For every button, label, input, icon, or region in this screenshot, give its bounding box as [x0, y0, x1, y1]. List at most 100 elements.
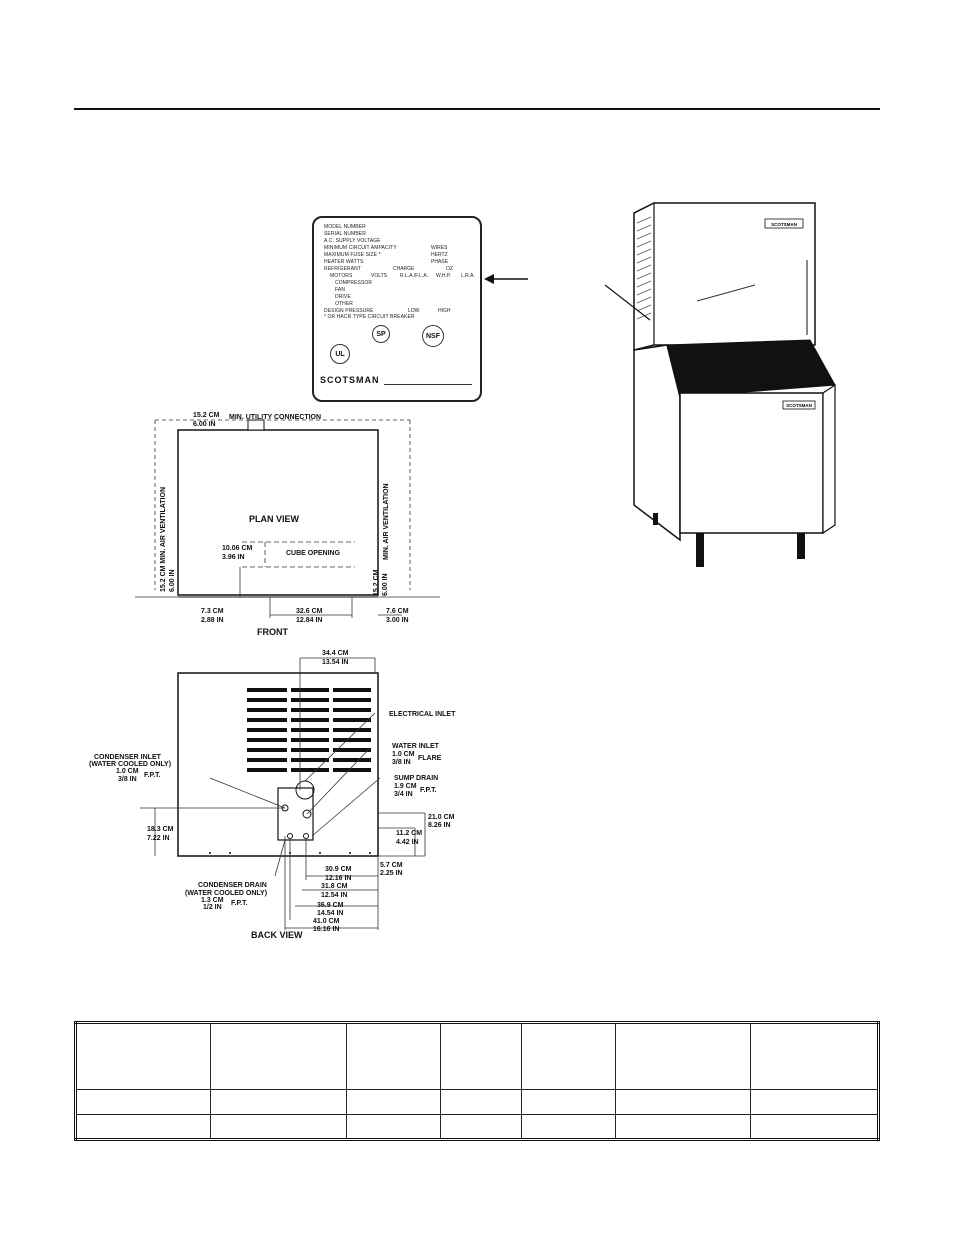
back-sump-fpt: F.P.T. — [420, 787, 437, 794]
plan-view-diagram — [135, 419, 440, 618]
table-cell — [750, 1022, 879, 1090]
plan-cube-label: CUBE OPENING — [286, 550, 341, 557]
back-d2-cm: 31.8 CM — [321, 883, 348, 890]
table-cell — [440, 1088, 522, 1115]
plate-whp: W.H.P. — [436, 273, 451, 279]
back-d2-in: 12.54 IN — [321, 892, 348, 899]
back-title: BACK VIEW — [251, 930, 303, 940]
table-cell — [75, 1022, 211, 1090]
plate-hertz: HERTZ — [431, 252, 448, 258]
back-flare: FLARE — [418, 755, 442, 762]
plan-utility-in: 6.00 IN — [193, 421, 216, 428]
table-cell — [440, 1113, 522, 1141]
plan-front-label: FRONT — [257, 627, 288, 637]
nsf-seal-icon: NSF — [422, 325, 444, 347]
back-drain-note: (WATER COOLED ONLY) — [185, 890, 268, 897]
plan-utility-cm: 15.2 CM — [193, 412, 220, 419]
plate-line: FAN — [335, 287, 346, 293]
plate-line: REFRIGERANT — [324, 266, 361, 272]
back-r3-in: 2.25 IN — [380, 870, 403, 877]
plate-line: MINIMUM CIRCUIT AMPACITY — [324, 245, 397, 251]
table-cell — [521, 1022, 616, 1090]
plate-lra: L.R.A. — [461, 273, 475, 279]
plate-line: HEATER WATTS — [324, 259, 364, 265]
back-h1-cm: 18.3 CM — [147, 826, 174, 833]
plan-cube-in: 3.96 IN — [222, 554, 245, 561]
plan-utility-label: MIN. UTILITY CONNECTION — [229, 414, 322, 421]
plate-brand: SCOTSMAN — [320, 375, 380, 385]
table-cell — [210, 1113, 347, 1141]
plate-phase: PHASE — [431, 259, 448, 265]
plate-line: MODEL NUMBER — [324, 224, 366, 230]
plan-d3-in: 3.00 IN — [386, 617, 409, 624]
back-electrical-label: ELECTRICAL INLET — [389, 711, 456, 718]
back-r1-in: 8.26 IN — [428, 822, 451, 829]
table-cell — [346, 1088, 441, 1115]
pointer-arrow-icon — [484, 274, 528, 284]
back-drain-cm: 1.3 CM — [201, 897, 224, 904]
back-top-cm: 34.4 CM — [322, 650, 349, 657]
plan-cube-cm: 10.06 CM — [222, 545, 253, 552]
plate-line: DESIGN PRESSURE — [324, 308, 374, 314]
back-drain-fpt: F.P.T. — [231, 900, 248, 907]
back-d1-cm: 30.9 CM — [325, 866, 352, 873]
header-rule — [74, 108, 880, 110]
back-water-cm: 1.0 CM — [392, 751, 415, 758]
back-d4-in: 16.16 IN — [313, 926, 340, 933]
back-r2-cm: 11.2 CM — [396, 830, 423, 837]
plate-line: MAXIMUM FUSE SIZE * — [324, 252, 381, 258]
table-cell — [346, 1022, 441, 1090]
back-d3-in: 14.54 IN — [317, 910, 344, 917]
machine-badge-top: SCOTSMAN — [771, 222, 797, 227]
table-cell — [615, 1088, 751, 1115]
back-d4-cm: 41.0 CM — [313, 918, 340, 925]
plate-line: COMPRESSOR — [335, 280, 373, 286]
plate-line: * OR HACR TYPE CIRCUIT BREAKER — [324, 314, 415, 320]
ice-machine-illustration: SCOTSMAN SCOTSMAN — [605, 202, 836, 567]
spec-table — [74, 1021, 880, 1141]
plan-d2-in: 12.84 IN — [296, 617, 323, 624]
plan-d1-in: 2.88 IN — [201, 617, 224, 624]
back-sump-cm: 1.9 CM — [394, 783, 417, 790]
plate-brand-rule — [384, 384, 472, 385]
plate-high: HIGH — [438, 308, 451, 314]
back-cond-inlet-label: CONDENSER INLET — [94, 754, 161, 761]
machine-badge-bin: SCOTSMAN — [786, 403, 812, 408]
plate-line: OTHER — [335, 301, 353, 307]
plan-d3-cm: 7.6 CM — [386, 608, 409, 615]
back-r2-in: 4.42 IN — [396, 839, 419, 846]
back-d1-in: 12.16 IN — [325, 875, 352, 882]
back-d3-cm: 36.9 CM — [317, 902, 344, 909]
table-cell — [521, 1088, 616, 1115]
plate-fla: R.L.A./F.L.A. — [400, 273, 429, 279]
back-drain-in: 1/2 IN — [203, 904, 222, 911]
table-cell — [615, 1113, 751, 1141]
plan-left-vent: 15.2 CM MIN. AIR VENTILATION — [160, 486, 167, 592]
back-r3-cm: 5.7 CM — [380, 862, 403, 869]
table-cell — [210, 1088, 347, 1115]
back-top-in: 13.54 IN — [322, 659, 349, 666]
plate-line: SERIAL NUMBER — [324, 231, 366, 237]
plate-line: A.C. SUPPLY VOLTAGE — [324, 238, 381, 244]
back-sump-label: SUMP DRAIN — [394, 775, 439, 782]
plate-wires: WIRES — [431, 245, 448, 251]
ul-seal-icon: UL — [330, 344, 350, 364]
table-cell — [210, 1022, 347, 1090]
table-row — [75, 1113, 879, 1141]
plan-right-vent: MIN. AIR VENTILATION — [383, 483, 390, 560]
table-cell — [750, 1088, 879, 1115]
table-cell — [521, 1113, 616, 1141]
table-cell — [615, 1022, 751, 1090]
plate-volts: VOLTS — [371, 273, 388, 279]
plate-line: DRIVE — [335, 294, 351, 300]
plan-d1-cm: 7.3 CM — [201, 608, 224, 615]
plan-d2-cm: 32.6 CM — [296, 608, 323, 615]
back-water-in: 3/8 IN — [392, 759, 411, 766]
back-cond-in: 3/8 IN — [118, 776, 137, 783]
back-cond-cm: 1.0 CM — [116, 768, 139, 775]
back-cond-fpt: F.P.T. — [144, 772, 161, 779]
table-cell — [75, 1113, 211, 1141]
back-h1-in: 7.22 IN — [147, 835, 170, 842]
csa-seal-icon: SP — [372, 325, 390, 343]
back-water-inlet-label: WATER INLET — [392, 743, 439, 750]
